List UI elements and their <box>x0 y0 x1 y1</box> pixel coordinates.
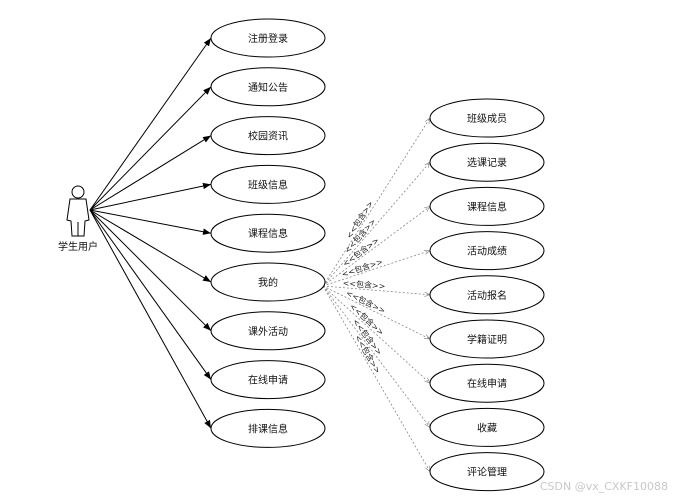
use-case-ellipse <box>210 213 326 253</box>
sub-use-case-node[interactable]: 课程信息 <box>429 186 545 226</box>
use-case-ellipse <box>429 407 545 447</box>
use-case-ellipse <box>429 231 545 271</box>
sub-use-case-label: 学籍证明 <box>467 333 507 346</box>
sub-use-case-label: 收藏 <box>477 421 497 434</box>
use-case-ellipse <box>210 262 326 302</box>
actor-association-edge <box>89 135 212 211</box>
use-case-ellipse <box>210 116 326 156</box>
use-case-node[interactable]: 课程信息 <box>210 213 326 253</box>
actor: 学生用户 <box>58 185 98 253</box>
actor-association-edge <box>89 209 212 332</box>
sub-use-case-label: 活动成绩 <box>467 245 507 258</box>
use-case-node[interactable]: 校园资讯 <box>210 116 326 156</box>
sub-use-case-label: 在线申请 <box>467 377 507 390</box>
use-case-label: 排课信息 <box>248 422 288 435</box>
use-case-label: 注册登录 <box>248 32 288 45</box>
include-edge <box>322 162 430 287</box>
sub-use-case-node[interactable]: 班级成员 <box>429 98 545 138</box>
sub-use-case-label: 班级成员 <box>467 113 507 125</box>
use-case-ellipse <box>429 98 545 138</box>
use-case-node[interactable]: 班级信息 <box>210 164 326 204</box>
use-case-node[interactable]: 通知公告 <box>210 67 326 107</box>
use-case-ellipse <box>210 18 326 58</box>
sub-use-case-label: 评论管理 <box>467 466 507 479</box>
use-case-ellipse <box>210 67 326 107</box>
include-edge <box>322 251 430 287</box>
sub-use-case-node[interactable]: 活动报名 <box>429 275 545 315</box>
sub-use-case-node[interactable]: 收藏 <box>429 407 545 447</box>
include-edge <box>322 285 430 295</box>
include-label: <<包含>> <box>342 278 385 291</box>
use-case-node[interactable]: 在线申请 <box>210 360 326 400</box>
actor-association-edge <box>89 37 212 211</box>
use-case-label: 课外活动 <box>248 326 288 338</box>
use-case-ellipse <box>210 164 326 204</box>
use-case-label: 校园资讯 <box>248 130 288 143</box>
use-case-label: 课程信息 <box>248 227 288 240</box>
use-case-label: 通知公告 <box>248 81 288 94</box>
sub-use-case-label: 活动报名 <box>467 289 507 302</box>
use-case-node[interactable]: 注册登录 <box>210 18 326 58</box>
use-case-ellipse <box>429 319 545 359</box>
sub-use-case-node[interactable]: 活动成绩 <box>429 231 545 271</box>
actor-association-edge <box>89 209 212 429</box>
include-edge <box>322 285 430 472</box>
use-case-label: 班级信息 <box>248 178 288 191</box>
use-case-node[interactable]: 我的 <box>210 262 326 302</box>
sub-use-case-node[interactable]: 评论管理 <box>429 452 545 492</box>
use-case-ellipse <box>210 408 326 448</box>
use-case-node[interactable]: 课外活动 <box>210 311 326 351</box>
sub-use-case-label: 课程信息 <box>467 200 507 213</box>
person-icon <box>66 185 90 237</box>
use-case-label: 我的 <box>258 276 278 289</box>
use-case-ellipse <box>429 142 545 182</box>
use-case-ellipse <box>429 452 545 492</box>
use-case-ellipse <box>210 360 326 400</box>
use-case-ellipse <box>210 311 326 351</box>
include-edge <box>322 285 430 427</box>
use-case-ellipse <box>429 363 545 403</box>
actor-association-edge <box>89 182 212 211</box>
use-case-node[interactable]: 排课信息 <box>210 408 326 448</box>
actor-association-edge <box>89 86 212 211</box>
actor-association-edge <box>89 209 212 380</box>
actor-association-edge <box>89 209 212 235</box>
actor-label: 学生用户 <box>58 240 98 253</box>
watermark: CSDN @vx_CXKF10088 <box>540 480 668 493</box>
sub-use-case-node[interactable]: 选课记录 <box>429 142 545 182</box>
use-case-label: 在线申请 <box>248 374 288 387</box>
use-case-ellipse <box>429 186 545 226</box>
sub-use-case-node[interactable]: 学籍证明 <box>429 319 545 359</box>
use-case-ellipse <box>429 275 545 315</box>
include-edge <box>322 285 430 383</box>
sub-use-case-node[interactable]: 在线申请 <box>429 363 545 403</box>
include-edge <box>322 118 430 287</box>
actor-association-edge <box>89 209 212 283</box>
sub-use-case-label: 选课记录 <box>467 156 507 169</box>
